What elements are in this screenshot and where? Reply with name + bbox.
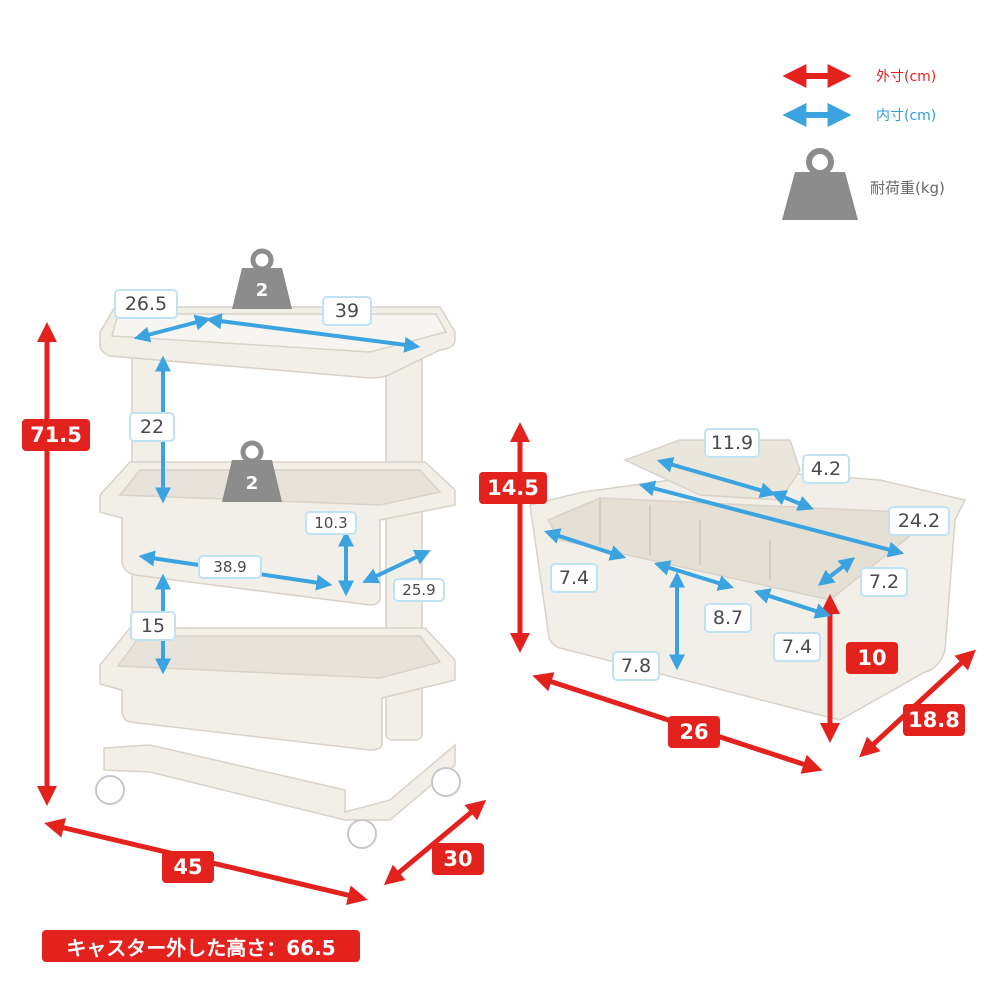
caddy-left-comp-label: 7.4 <box>550 563 598 593</box>
caddy-center-arrow <box>653 560 735 591</box>
caddy-wall-height-label: 10 <box>846 642 898 674</box>
lower-gap-label: 15 <box>130 611 176 641</box>
caster-removed-height-note: キャスター外した高さ：66.5 <box>42 930 360 962</box>
caddy-top-width-label: 11.9 <box>704 428 760 458</box>
caddy-left-comp-arrow <box>543 528 627 561</box>
caddy-right-comp-arrow <box>817 557 856 586</box>
weight-icon <box>782 148 858 220</box>
cart-depth-arrow <box>383 799 487 886</box>
weight-icon <box>232 248 292 309</box>
cart-height-label: 71.5 <box>22 419 90 451</box>
caddy-depth-arrow <box>859 649 976 758</box>
top-shelf-depth-arrow <box>133 314 212 343</box>
top-shelf-width-arrow <box>205 313 421 353</box>
middle-basket-height-label: 10.3 <box>305 511 357 535</box>
legend-inner-label: 内寸(cm) <box>876 108 937 124</box>
caster-icon <box>347 819 377 849</box>
caddy-top-small-label: 4.2 <box>802 454 850 484</box>
caddy-right-comp-label: 7.2 <box>860 567 908 597</box>
cart-base <box>103 743 456 821</box>
top-shelf-width-label: 39 <box>322 296 372 326</box>
weight-icon <box>222 440 282 502</box>
caddy-depth-inner-label: 7.8 <box>612 651 660 681</box>
top-shelf-depth-label: 26.5 <box>114 289 178 319</box>
caddy-height-label: 14.5 <box>479 472 547 504</box>
legend-load-label: 耐荷重(kg) <box>870 179 945 197</box>
middle-basket-depth-label: 25.9 <box>393 578 445 602</box>
caddy-long-label: 24.2 <box>888 506 950 536</box>
caddy-front-right-label: 7.4 <box>773 632 821 662</box>
middle-basket-width-label: 38.9 <box>198 555 262 579</box>
top-shelf-load-label: 2 <box>255 279 269 301</box>
caster-icon <box>431 767 461 797</box>
caddy-width-label: 26 <box>668 716 720 748</box>
middle-basket-depth-arrow <box>362 549 431 584</box>
cart-depth-label: 30 <box>432 843 484 875</box>
caddy-front-right-arrow <box>753 588 832 619</box>
caddy-long-arrow <box>638 480 905 558</box>
caddy-center-label: 8.7 <box>704 603 752 633</box>
caster-icon <box>95 775 125 805</box>
caddy-depth-label: 18.8 <box>903 704 965 736</box>
legend-outer-label: 外寸(cm) <box>876 69 937 85</box>
upper-gap-label: 22 <box>129 412 175 442</box>
middle-basket-load-label: 2 <box>245 472 259 494</box>
cart-width-label: 45 <box>162 851 214 883</box>
